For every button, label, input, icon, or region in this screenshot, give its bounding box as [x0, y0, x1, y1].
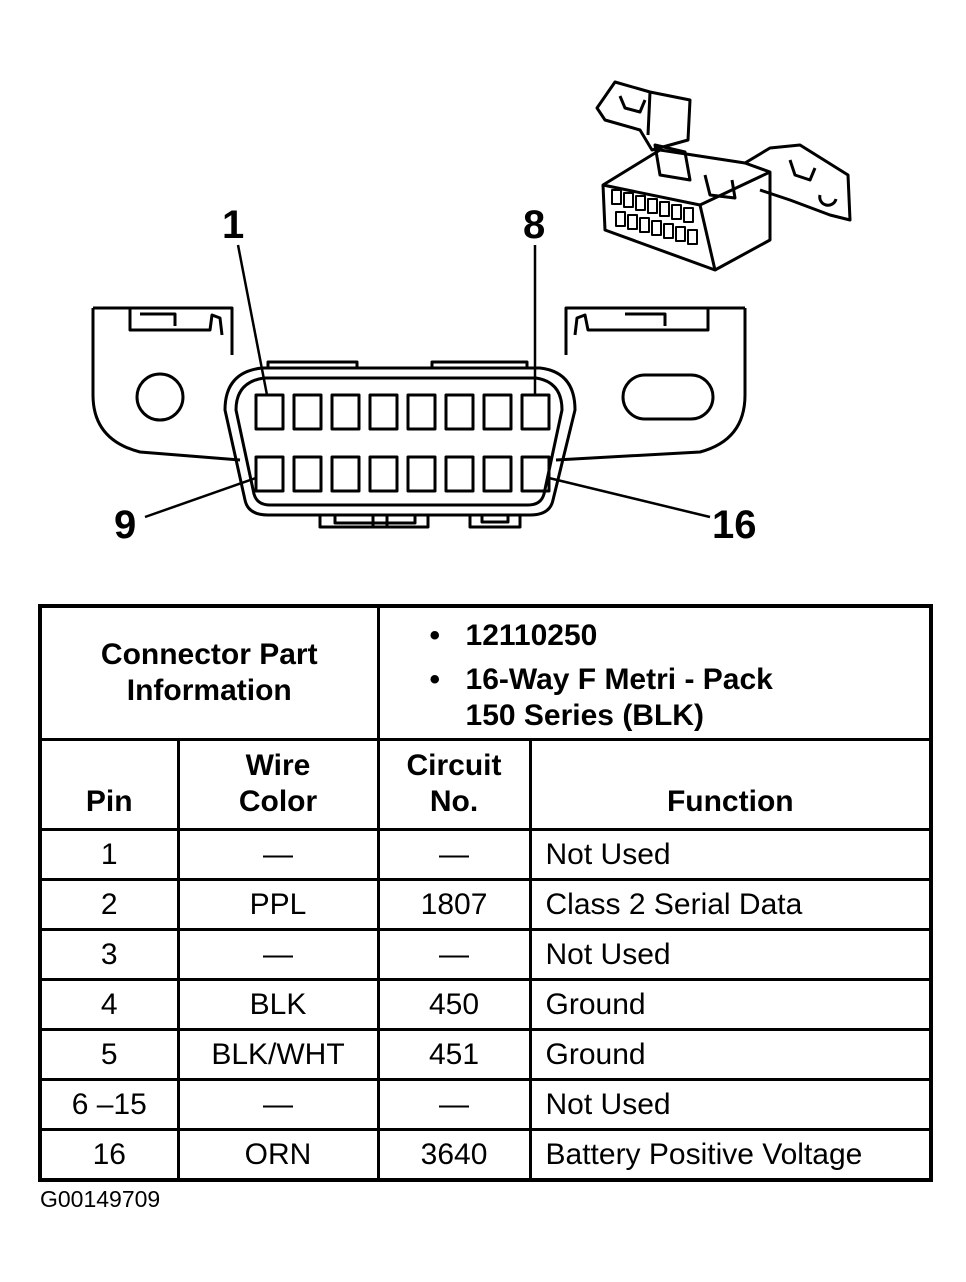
pin-cavity-14 [444, 455, 475, 493]
connector-pinout-table: Connector Part Information 12110250 16-W… [38, 604, 934, 1182]
table-row: 1 — — Not Used [38, 828, 933, 881]
pin-cavity-1 [254, 393, 285, 431]
column-header-wire-color: Wire Color [176, 738, 380, 831]
pin-cavity-7 [482, 393, 513, 431]
table-row: 2 PPL 1807 Class 2 Serial Data [38, 878, 933, 931]
leader-line-pin-9 [144, 476, 257, 519]
connector-info-row: Connector Part Information 12110250 16-W… [38, 604, 933, 741]
pin-cavity-5 [406, 393, 437, 431]
pin-cavity-10 [292, 455, 323, 493]
pin-cavity-8 [520, 393, 551, 431]
column-header-circuit-line-1: Circuit [406, 749, 502, 782]
pin-cavity-4 [368, 393, 399, 431]
connector-info-label-cell: Connector Part Information [38, 604, 380, 741]
function-cell: Not Used [528, 928, 933, 981]
pin-cell: 2 [38, 878, 180, 931]
function-cell: Not Used [528, 828, 933, 881]
pin-cavity-13 [406, 455, 437, 493]
pin-cavity-9 [254, 455, 285, 493]
pin-cavity-6 [444, 393, 475, 431]
circuit-cell: 1807 [376, 878, 532, 931]
wire-color-cell: — [176, 828, 380, 881]
column-header-function: Function [528, 738, 933, 831]
connector-info-label-line-1: Connector Part [100, 638, 318, 671]
circuit-cell: 3640 [376, 1128, 532, 1182]
table-row: 3 — — Not Used [38, 928, 933, 981]
circuit-cell: — [376, 828, 532, 881]
connector-front-view [91, 306, 747, 529]
pin-cavity-2 [292, 393, 323, 431]
column-header-pin: Pin [38, 738, 180, 831]
table-row: 16 ORN 3640 Battery Positive Voltage [38, 1128, 933, 1182]
table-row: 4 BLK 450 Ground [38, 978, 933, 1031]
pin-cell: 1 [38, 828, 180, 881]
function-cell: Not Used [528, 1078, 933, 1131]
wire-color-cell: — [176, 1078, 380, 1131]
connector-perspective-illustration [595, 80, 852, 272]
pin-cavity-15 [482, 455, 513, 493]
part-description-bullet: 16-Way F Metri - Pack [430, 658, 930, 702]
pin-cavity-16 [520, 455, 551, 493]
leader-line-pin-1 [236, 244, 269, 396]
table-row: 6 –15 — — Not Used [38, 1078, 933, 1131]
part-description-continuation: 150 Series (BLK) [465, 699, 704, 732]
wire-color-cell: BLK [176, 978, 380, 1031]
function-cell: Battery Positive Voltage [528, 1128, 933, 1182]
connector-diagram: 1 8 9 16 [91, 80, 852, 547]
table-row: 5 BLK/WHT 451 Ground [38, 1028, 933, 1081]
column-header-row: Pin Wire Color Circuit No. Function [38, 738, 933, 831]
connector-part-cell: 12110250 16-Way F Metri - Pack 150 Serie… [376, 604, 933, 741]
pin-cavity-3 [330, 393, 361, 431]
pin-cavity-12 [368, 455, 399, 493]
figure-id: G00149709 [40, 1186, 161, 1212]
column-header-wire-line-2: Color [238, 785, 318, 818]
function-cell: Ground [528, 1028, 933, 1081]
wire-color-cell: ORN [176, 1128, 380, 1182]
leader-line-pin-16 [548, 476, 711, 519]
wire-color-cell: BLK/WHT [176, 1028, 380, 1081]
pin-cell: 6 –15 [38, 1078, 180, 1131]
function-cell: Class 2 Serial Data [528, 878, 933, 931]
pin-cavity-11 [330, 455, 361, 493]
pin-label-1: 1 [222, 203, 244, 247]
function-cell: Ground [528, 978, 933, 1031]
pin-cell: 5 [38, 1028, 180, 1081]
wire-color-cell: PPL [176, 878, 380, 931]
pin-label-16: 16 [712, 503, 757, 547]
connector-info-label-line-2: Information [126, 674, 292, 707]
circuit-cell: 451 [376, 1028, 532, 1081]
column-header-circuit: Circuit No. [376, 738, 532, 831]
pin-cell: 4 [38, 978, 180, 1031]
part-number-bullet: 12110250 [430, 614, 930, 658]
pin-label-9: 9 [114, 503, 136, 547]
circuit-cell: 450 [376, 978, 532, 1031]
circuit-cell: — [376, 928, 532, 981]
pin-cell: 16 [38, 1128, 180, 1182]
pin-cell: 3 [38, 928, 180, 981]
pin-cavity-grid [254, 393, 551, 493]
pin-label-8: 8 [523, 203, 545, 247]
column-header-circuit-line-2: No. [429, 785, 479, 818]
circuit-cell: — [376, 1078, 532, 1131]
wire-color-cell: — [176, 928, 380, 981]
pin-leader-lines [144, 244, 711, 519]
column-header-wire-line-1: Wire [245, 749, 311, 782]
connector-table-container: Connector Part Information 12110250 16-W… [38, 604, 934, 1182]
